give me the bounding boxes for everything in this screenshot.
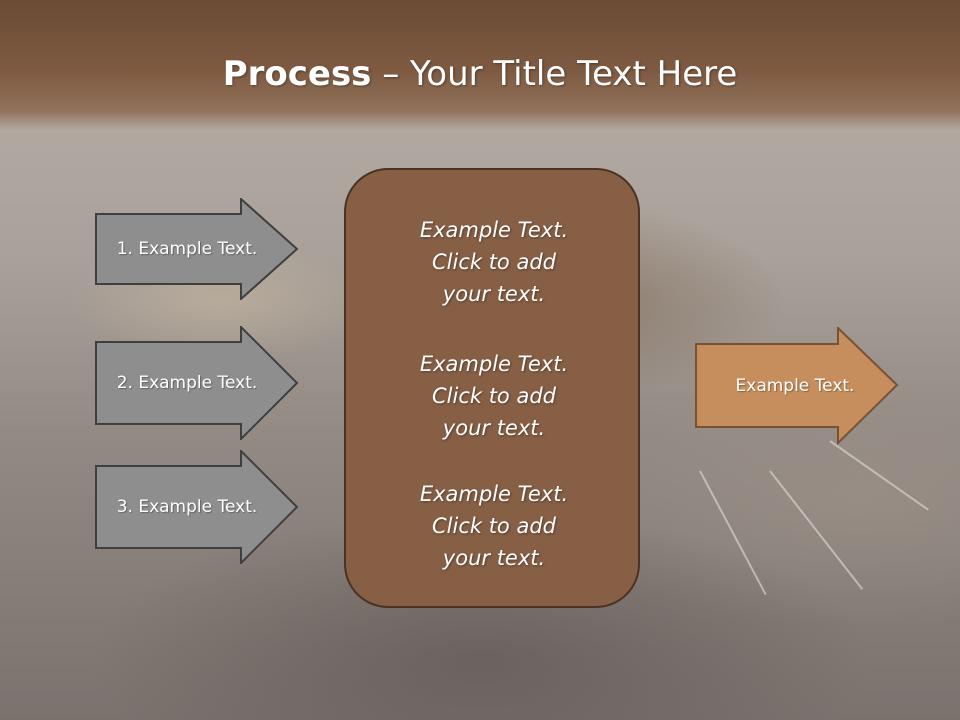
step-arrow-3[interactable]: 3. Example Text.	[95, 450, 299, 564]
center-paragraph-3: Example Text. Click to add your text.	[346, 478, 642, 574]
slide-title[interactable]: Process – Your Title Text Here	[0, 52, 960, 96]
center-line: your text.	[442, 546, 546, 570]
center-line: your text.	[442, 416, 546, 440]
step-label: 1. Example Text.	[116, 239, 258, 259]
output-arrow[interactable]: Example Text.	[695, 327, 899, 445]
arrow-shape	[695, 327, 899, 445]
title-bar	[0, 0, 960, 130]
title-bold: Process	[222, 54, 372, 94]
arrow-shape	[95, 450, 299, 564]
center-line: Click to add	[431, 384, 556, 408]
center-line: Click to add	[431, 514, 556, 538]
center-line: Example Text.	[419, 482, 569, 506]
center-line: your text.	[442, 282, 546, 306]
step-label: 3. Example Text.	[116, 497, 258, 517]
center-text-box[interactable]: Example Text. Click to add your text. Ex…	[344, 168, 640, 608]
step-arrow-1[interactable]: 1. Example Text.	[95, 198, 299, 300]
center-line: Click to add	[431, 250, 556, 274]
center-line: Example Text.	[419, 352, 569, 376]
step-label: 2. Example Text.	[116, 373, 258, 393]
arrow-shape	[95, 198, 299, 300]
output-label: Example Text.	[735, 375, 855, 396]
center-paragraph-2: Example Text. Click to add your text.	[346, 348, 642, 444]
step-arrow-2[interactable]: 2. Example Text.	[95, 326, 299, 440]
center-paragraph-1: Example Text. Click to add your text.	[346, 214, 642, 310]
arrow-shape	[95, 326, 299, 440]
title-rest: – Your Title Text Here	[371, 54, 738, 94]
center-line: Example Text.	[419, 218, 569, 242]
